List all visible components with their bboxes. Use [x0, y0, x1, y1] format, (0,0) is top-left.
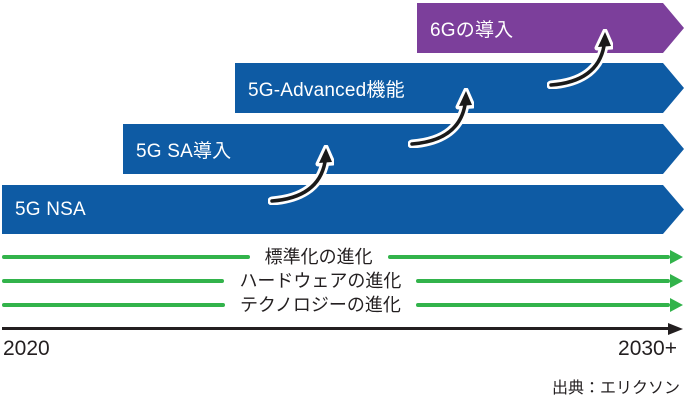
green-line [2, 255, 250, 259]
evolution-label: ハードウェアの進化 [239, 271, 402, 291]
bar-6g-label: 6Gの導入 [430, 19, 514, 41]
evolution-row-standardization: 標準化の進化 [2, 245, 670, 269]
evolution-label: テクノロジーの進化 [239, 295, 401, 315]
evolution-row-technology: テクノロジーの進化 [2, 293, 670, 317]
bar-5g-sa-label: 5G SA導入 [136, 140, 232, 162]
bar-6g-introduction: 6Gの導入 [417, 3, 684, 53]
timeline-axis-arrow-icon [2, 327, 668, 330]
evolution-row-hardware: ハードウェアの進化 [2, 269, 670, 293]
transition-arrow-icon [408, 88, 474, 148]
timeline-end-label: 2030+ [618, 337, 677, 360]
green-arrow-icon [415, 303, 670, 307]
bar-5g-nsa-label: 5G NSA [15, 198, 86, 220]
timeline-start-label: 2020 [3, 337, 50, 360]
bar-5g-advanced-label: 5G-Advanced機能 [248, 79, 405, 101]
source-credit: 出典：エリクソン [551, 380, 680, 397]
evolution-label: 標準化の進化 [264, 247, 373, 267]
green-line [2, 303, 225, 307]
green-arrow-icon [416, 279, 670, 283]
green-line [2, 279, 225, 283]
transition-arrow-icon [547, 29, 613, 89]
bar-5g-sa: 5G SA導入 [123, 124, 684, 174]
transition-arrow-icon [268, 145, 334, 205]
bar-5g-nsa: 5G NSA [2, 185, 684, 234]
green-arrow-icon [387, 255, 670, 259]
